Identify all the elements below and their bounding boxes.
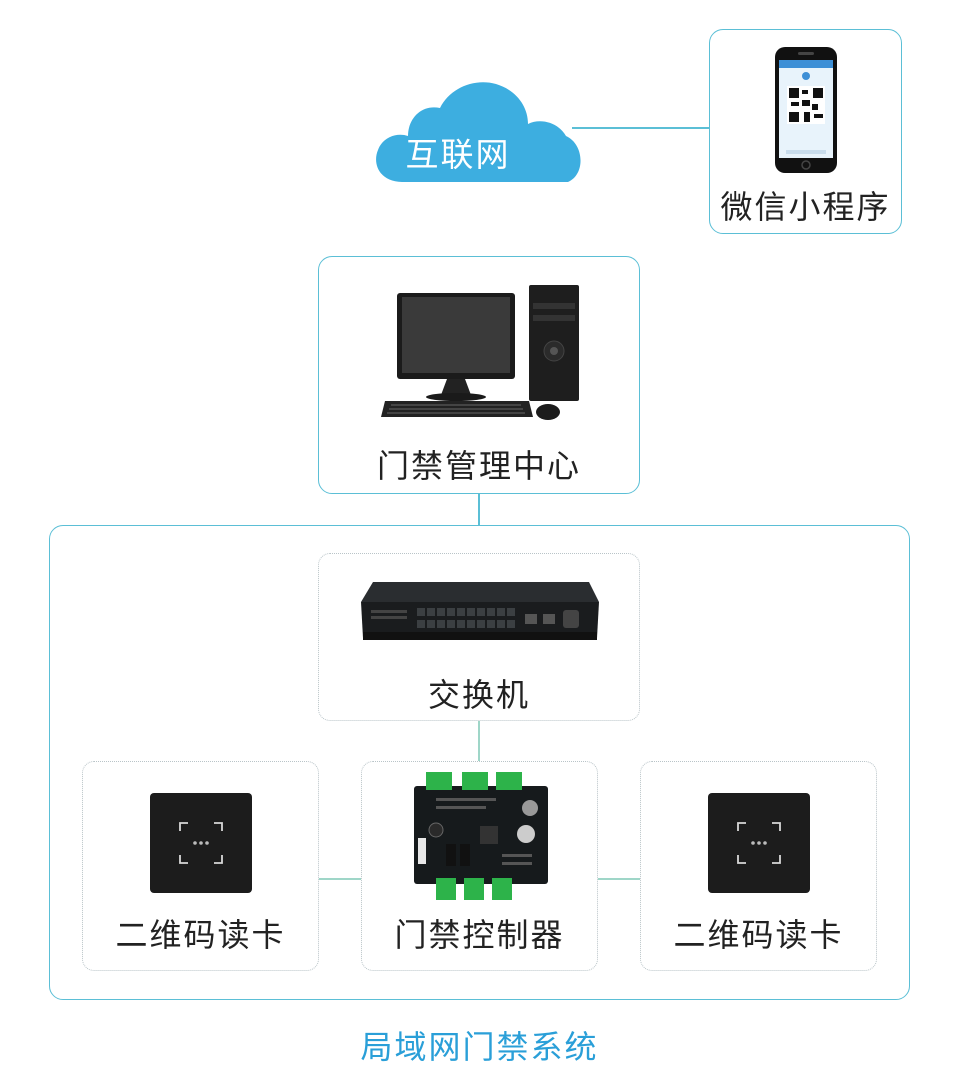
network-switch-icon [361,582,599,640]
internet-node: 互联网 [372,78,584,188]
wechat-box: 微信小程序 [709,29,902,234]
connector-cloud-wechat [572,127,710,129]
internet-label: 互联网 [405,135,511,174]
phone-qr-icon [775,47,837,173]
switch-label: 交换机 [427,676,530,714]
lan-system-frame [49,525,910,1000]
qr-reader-right-box: 二维码读卡 [640,761,877,971]
connector-controller-reader-right [597,878,641,880]
connector-center-lan [478,493,480,526]
management-center-label: 门禁管理中心 [376,447,581,485]
management-center-box: 门禁管理中心 [318,256,640,494]
controller-board-icon [414,772,548,900]
controller-label: 门禁控制器 [394,916,565,954]
qr-reader-left-box: 二维码读卡 [82,761,319,971]
cloud-icon [376,82,581,182]
qr-reader-icon [708,793,810,893]
qr-reader-left-label: 二维码读卡 [115,916,286,954]
connector-switch-controller [478,720,480,762]
qr-reader-right-label: 二维码读卡 [673,916,844,954]
qr-reader-icon [150,793,252,893]
switch-box: 交换机 [318,553,640,721]
connector-reader-left-controller [318,878,362,880]
wechat-label: 微信小程序 [720,188,891,226]
computer-icon [381,285,579,420]
system-caption: 局域网门禁系统 [360,1028,599,1066]
controller-box: 门禁控制器 [361,761,598,971]
